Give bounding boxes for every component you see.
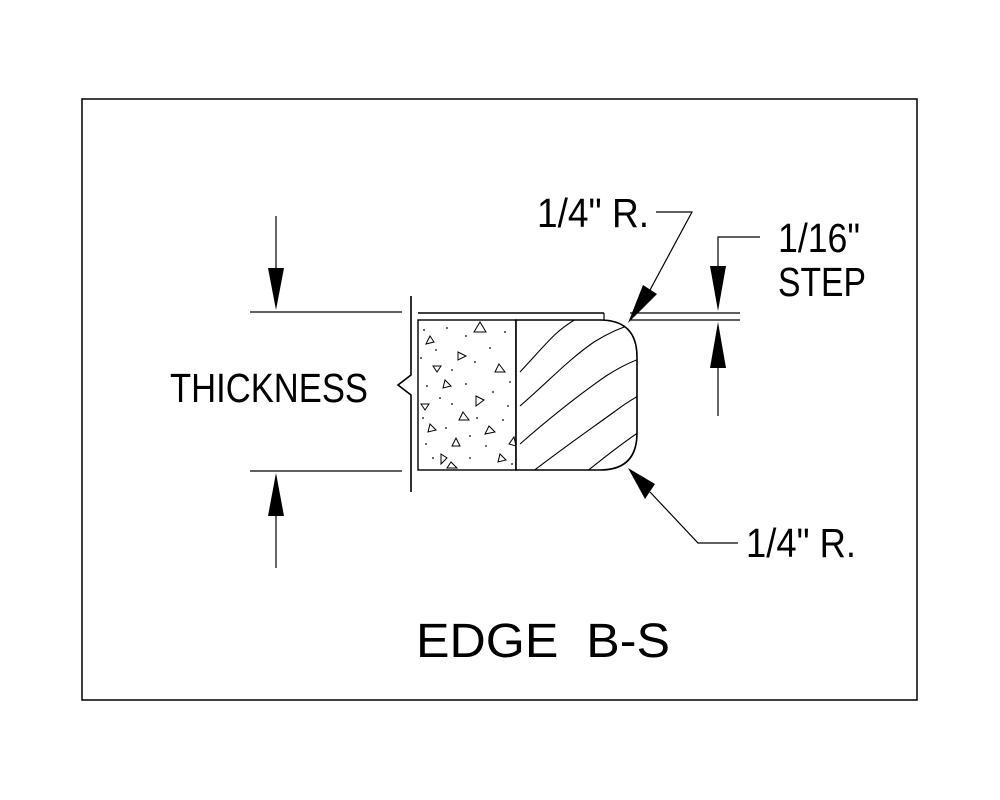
top-radius-leader bbox=[628, 211, 694, 323]
drawing-border bbox=[81, 98, 918, 701]
step-label-line2: STEP bbox=[778, 259, 866, 305]
stone-aggregate-dots bbox=[420, 327, 513, 465]
wood-grain-lines bbox=[519, 320, 637, 470]
thickness-label: THICKNESS bbox=[170, 365, 368, 411]
bottom-radius-leader bbox=[628, 468, 738, 544]
thickness-arrow-bottom bbox=[268, 473, 284, 568]
stone-section bbox=[417, 319, 517, 471]
thickness-arrow-top bbox=[268, 216, 284, 310]
bottom-radius-label: 1/4" R. bbox=[746, 520, 856, 566]
step-arrow-bottom bbox=[710, 322, 726, 416]
break-line bbox=[396, 296, 412, 492]
step-arrow-top bbox=[710, 236, 760, 311]
drawing-title: EDGE B-S bbox=[416, 615, 670, 668]
step-label-line1: 1/16" bbox=[778, 215, 860, 261]
wood-edge-section bbox=[515, 319, 638, 471]
top-radius-label: 1/4" R. bbox=[537, 190, 649, 236]
stone-aggregate-triangles bbox=[420, 321, 516, 469]
